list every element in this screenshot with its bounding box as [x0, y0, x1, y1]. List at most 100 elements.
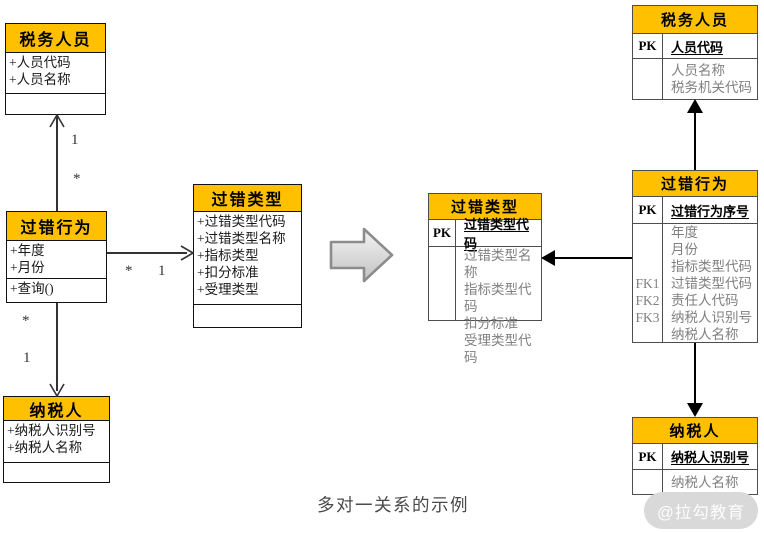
pk-column-name: 纳税人识别号: [671, 450, 750, 465]
er-column: 税务机关代码: [671, 80, 752, 95]
fk-label: [429, 315, 455, 332]
uml-class-title: 过错类型: [194, 185, 301, 212]
uml-operation: +查询(): [7, 278, 106, 302]
er-key-divider: [662, 33, 664, 99]
multiplicity-label: 1: [71, 132, 79, 148]
uml-class-title: 过错行为: [7, 212, 106, 241]
er-table-title: 过错类型: [429, 194, 541, 220]
fk-label: FK1: [635, 276, 660, 291]
fk-label: [633, 258, 662, 275]
er-column: 过错类型名称: [464, 248, 532, 280]
er-relation-line: [694, 112, 696, 170]
multiplicity-label: *: [73, 171, 81, 187]
er-column: 指标类型代码: [464, 282, 532, 314]
watermark-text: @拉勾教育: [657, 503, 745, 522]
er-body: 过错类型名称 指标类型代码 扣分标准 受理类型代码: [429, 247, 541, 366]
uml-class-fault-type: 过错类型 +过错类型代码 +过错类型名称 +指标类型 +扣分标准 +受理类型: [193, 184, 302, 328]
fk-label: [633, 241, 662, 258]
pk-column-name: 过错行为序号: [671, 203, 750, 219]
er-pk-row: PK 过错行为序号: [633, 197, 757, 224]
uml-class-tax-officer: 税务人员 +人员代码 +人员名称: [5, 23, 106, 115]
er-column: 纳税人识别号: [671, 310, 752, 325]
uml-association-line: [56, 116, 58, 211]
multiplicity-label: 1: [23, 350, 31, 366]
er-column: 扣分标准: [464, 316, 518, 331]
uml-attribute: +人员代码: [9, 55, 71, 70]
fk-label: FK3: [635, 310, 660, 325]
filled-arrowhead-up-icon: [687, 99, 703, 113]
er-table-taxpayer: 纳税人 PK 纳税人识别号 纳税人名称: [632, 417, 758, 495]
filled-arrowhead-left-icon: [541, 250, 555, 266]
uml-operations-empty: [194, 304, 301, 327]
er-pk-row: PK 人员代码: [633, 34, 757, 59]
diagram-caption: 多对一关系的示例: [317, 495, 469, 515]
block-arrow-right-icon: [329, 227, 394, 283]
er-relation-line: [694, 343, 696, 405]
er-pk-row: PK 纳税人识别号: [633, 444, 757, 470]
multiplicity-label: *: [125, 263, 133, 279]
multiplicity-label: *: [22, 313, 30, 329]
er-column: 纳税人名称: [671, 327, 739, 342]
fk-label: [633, 62, 662, 79]
er-body: 纳税人名称: [633, 470, 757, 494]
uml-attribute: +指标类型: [197, 248, 259, 263]
open-arrowhead-right-icon: [180, 245, 194, 261]
uml-attribute: +年度: [10, 243, 45, 258]
uml-attribute: +过错类型名称: [197, 231, 286, 246]
er-key-divider: [662, 196, 664, 342]
pk-column-name: 人员代码: [671, 39, 724, 55]
er-table-title: 纳税人: [633, 418, 757, 444]
uml-attribute: +受理类型: [197, 282, 259, 297]
er-column: 年度: [671, 225, 698, 240]
er-table-title: 过错行为: [633, 171, 757, 197]
er-column: 人员名称: [671, 63, 725, 78]
watermark-badge: @拉勾教育: [644, 492, 758, 529]
uml-operations-empty: [4, 462, 109, 482]
fk-label: [633, 224, 662, 241]
fk-label: [633, 326, 662, 343]
fk-label: [429, 281, 455, 315]
fk-label: FK2: [635, 293, 660, 308]
uml-class-taxpayer: 纳税人 +纳税人识别号 +纳税人名称: [3, 396, 110, 483]
fk-label: [429, 247, 455, 281]
er-table-fault-type: 过错类型 PK 过错类型代码 过错类型名称 指标类型代码 扣分标准 受理类型代码: [428, 193, 542, 365]
er-table-fault-behavior: 过错行为 PK 过错行为序号 年度 月份 指标类型代码 FK1 过错类型代码 FK…: [632, 170, 758, 343]
er-column: 过错类型代码: [671, 276, 752, 291]
uml-attribute: +纳税人识别号: [7, 423, 96, 438]
er-column: 月份: [671, 242, 698, 257]
filled-arrowhead-down-icon: [687, 403, 703, 417]
uml-attribute: +纳税人名称: [7, 440, 83, 455]
uml-attribute: +人员名称: [9, 72, 71, 87]
er-table-tax-officer: 税务人员 PK 人员代码 人员名称 税务机关代码: [632, 5, 758, 100]
fk-label: [633, 474, 662, 491]
pk-column-name: 过错类型代码: [464, 217, 530, 251]
uml-attribute: +扣分标准: [197, 265, 259, 280]
er-body: 年度 月份 指标类型代码 FK1 过错类型代码 FK2 责任人代码 FK3 纳税人识别…: [633, 224, 757, 343]
uml-class-title: 税务人员: [6, 24, 105, 53]
er-column: 指标类型代码: [671, 259, 752, 274]
uml-class-fault-behavior: 过错行为 +年度 +月份 +查询(): [6, 211, 107, 303]
er-column: 责任人代码: [671, 293, 739, 308]
open-arrowhead-up-icon: [49, 114, 65, 128]
multiplicity-label: 1: [158, 263, 166, 279]
er-body: 人员名称 税务机关代码: [633, 59, 757, 99]
er-pk-row: PK 过错类型代码: [429, 217, 541, 251]
pk-label: PK: [638, 38, 657, 53]
open-arrowhead-down-icon: [49, 383, 65, 397]
pk-label: PK: [432, 225, 452, 240]
fk-label: [633, 79, 662, 96]
pk-label: PK: [638, 448, 657, 464]
uml-attribute: +过错类型代码: [197, 214, 286, 229]
er-key-divider: [662, 443, 664, 494]
er-key-divider: [455, 219, 457, 320]
fk-label: [429, 332, 455, 366]
uml-operations-empty: [6, 93, 105, 114]
uml-attribute: +月份: [10, 260, 45, 275]
uml-association-line: [107, 252, 187, 254]
er-relation-line: [555, 257, 632, 259]
er-table-title: 税务人员: [633, 6, 757, 34]
er-column: 受理类型代码: [464, 333, 532, 365]
uml-association-line: [56, 303, 58, 391]
er-column: 纳税人名称: [671, 474, 739, 490]
